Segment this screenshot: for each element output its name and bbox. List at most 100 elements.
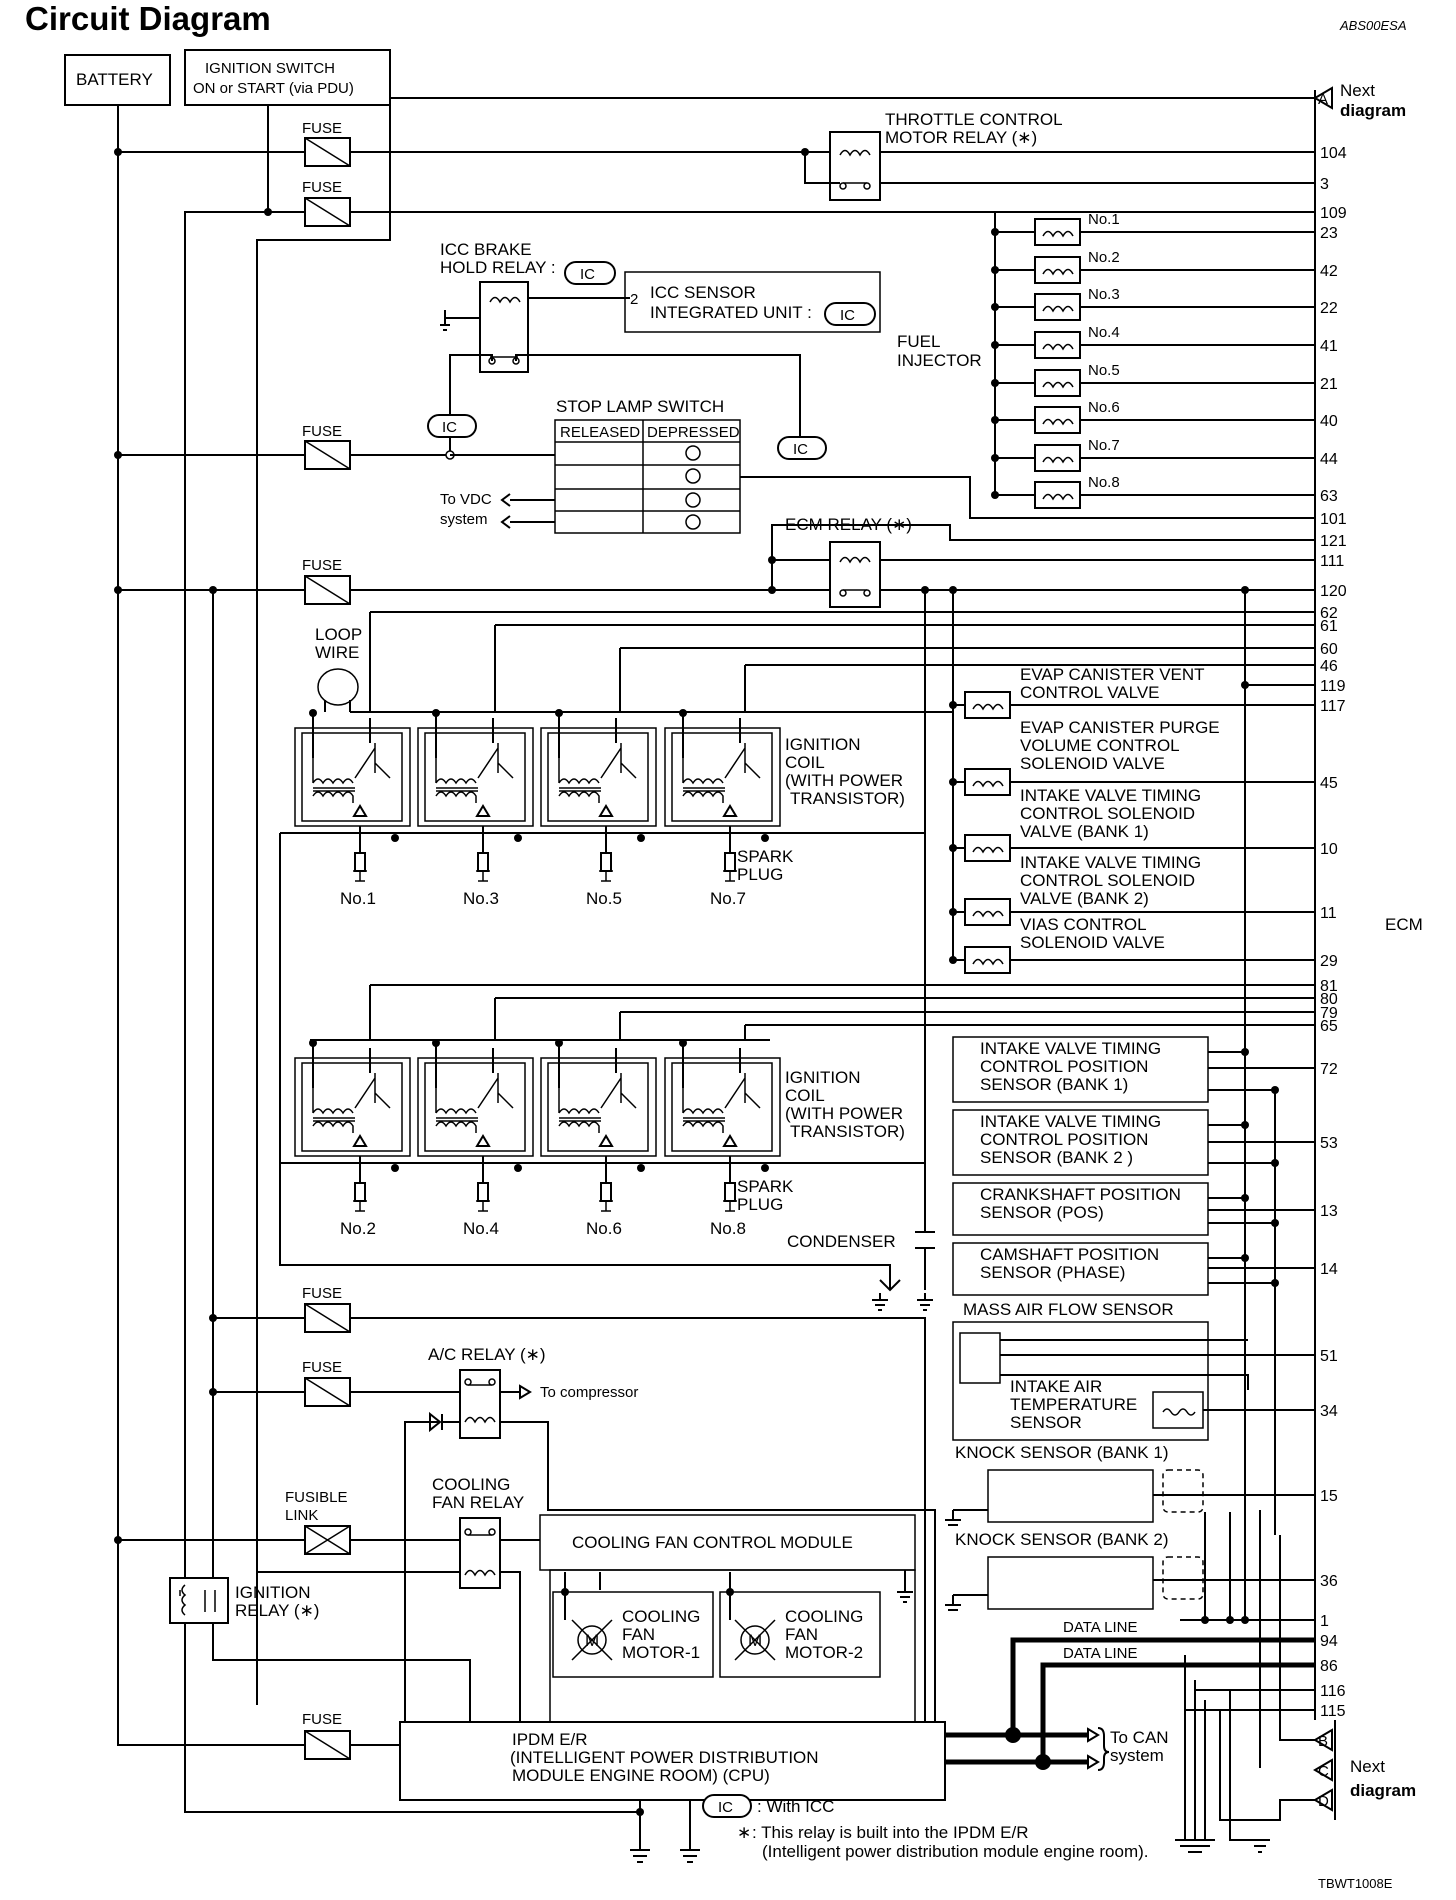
valve-label: VALVE (BANK 1) — [1020, 822, 1149, 841]
maf-label: MASS AIR FLOW SENSOR — [963, 1300, 1174, 1319]
spark-plug-bottom-1: SPARK — [737, 1177, 794, 1196]
spark-plug-number: No.6 — [586, 1219, 622, 1238]
sensor-label: SENSOR (BANK 1) — [980, 1075, 1128, 1094]
condenser: CONDENSER — [787, 590, 935, 1311]
ignition-coil-bottom-4: TRANSISTOR) — [790, 1122, 905, 1141]
cooling-fan-relay-label-1: COOLING — [432, 1475, 510, 1494]
fuse-3: FUSE — [302, 423, 351, 470]
next-diagram-label-bottom-1: Next — [1350, 1757, 1385, 1776]
sensor-label: CONTROL POSITION — [980, 1130, 1148, 1149]
fan-motor-1-label-1: COOLING — [622, 1607, 700, 1626]
fuel-injector-label: No.8 — [1088, 474, 1120, 491]
iat-label-2: TEMPERATURE — [1010, 1395, 1137, 1414]
valve-bus — [952, 590, 1315, 1620]
iat-label-3: SENSOR — [1010, 1413, 1082, 1432]
valve-label: SOLENOID VALVE — [1020, 754, 1165, 773]
ecm-pin: 104 — [1320, 145, 1347, 162]
code-top: ABS00ESA — [1339, 18, 1407, 33]
icc-tag-1: IC — [564, 261, 616, 285]
ecm-pin: 53 — [1320, 1135, 1338, 1152]
ecm-pin: 29 — [1320, 953, 1338, 970]
ecm-pin: 61 — [1320, 618, 1338, 635]
throttle-relay-label-2: MOTOR RELAY (∗) — [885, 128, 1037, 147]
fuel-injector-7: No.7 — [991, 437, 1315, 472]
knock1-label: KNOCK SENSOR (BANK 1) — [955, 1443, 1169, 1462]
to-vdc-2: system — [440, 511, 488, 528]
valve-label: SOLENOID VALVE — [1020, 933, 1165, 952]
valve-label: EVAP CANISTER VENT — [1020, 665, 1205, 684]
fuel-injector-3: No.3 — [991, 286, 1315, 321]
ignition-coil-top-1: IGNITION — [785, 735, 861, 754]
ic-tag-label: IC — [793, 441, 808, 458]
ecm-pin: 46 — [1320, 658, 1338, 675]
ecm-pin: 121 — [1320, 533, 1347, 550]
icc-sensor-label-2: INTEGRATED UNIT : — [650, 303, 812, 322]
icc-sensor-label-1: ICC SENSOR — [650, 283, 756, 302]
sensor-label: SENSOR (POS) — [980, 1203, 1104, 1222]
ignition-coil-bottom-2: No.4 — [417, 1039, 534, 1238]
sensor-label: INTAKE VALVE TIMING — [980, 1112, 1161, 1131]
legend-star: ∗ — [737, 1823, 751, 1842]
ecm-pin: 80 — [1320, 991, 1338, 1008]
connector-d: D — [1318, 1793, 1329, 1810]
next-diagram-top: A Next diagram — [1313, 81, 1406, 120]
ignition-switch: IGNITION SWITCH ON or START (via PDU) — [184, 49, 391, 106]
ecm-pin: 116 — [1320, 1683, 1346, 1700]
ignition-relay: IGNITION RELAY (∗) — [169, 1577, 471, 1722]
valve-label: INTAKE VALVE TIMING — [1020, 786, 1201, 805]
ic-tag-label: IC — [840, 307, 855, 324]
ignition-coil-top-2: No.3 — [417, 709, 534, 908]
fan-motor-2-label-2: FAN — [785, 1625, 818, 1644]
ic-tag-label: IC — [442, 419, 457, 436]
fan-motor-1-m: M — [585, 1631, 599, 1650]
spark-plug-number: No.8 — [710, 1219, 746, 1238]
stop-lamp-depressed: DEPRESSED — [647, 424, 740, 441]
spark-plug-number: No.3 — [463, 889, 499, 908]
legend-ic-meaning: : With ICC — [757, 1797, 834, 1816]
fuse-7: FUSE — [302, 1711, 400, 1760]
ecm-pin: 72 — [1320, 1061, 1338, 1078]
cooling-fan-relay-label-2: FAN RELAY — [432, 1493, 524, 1512]
fan-motor-1-label-3: MOTOR-1 — [622, 1643, 700, 1662]
stop-lamp-released: RELEASED — [560, 424, 640, 441]
ecm-pin: 22 — [1320, 300, 1338, 317]
valve-label: VALVE (BANK 2) — [1020, 889, 1149, 908]
fuse-2: FUSE — [302, 179, 351, 227]
ecm-pin: 15 — [1320, 1488, 1338, 1505]
fuse-label: FUSE — [302, 1711, 342, 1728]
ecm-pin: 65 — [1320, 1018, 1338, 1035]
fuse-1: FUSE — [302, 120, 351, 167]
ecm-pin: 34 — [1320, 1403, 1338, 1420]
ecm-pin: 115 — [1320, 1703, 1346, 1720]
icc-sensor-integrated-unit: 2 ICC SENSOR INTEGRATED UNIT : IC — [624, 271, 881, 333]
ecm-pin: 10 — [1320, 841, 1338, 858]
to-compressor: To compressor — [540, 1384, 638, 1401]
valve-label: VIAS CONTROL — [1020, 915, 1147, 934]
fuse-label: FUSE — [302, 120, 342, 137]
battery: BATTERY — [64, 54, 171, 106]
ecm-pin: 3 — [1320, 176, 1329, 193]
ignition-relay-label-2: RELAY (∗) — [235, 1601, 319, 1620]
icc-brake-label-2: HOLD RELAY : — [440, 258, 556, 277]
sensor-label: CAMSHAFT POSITION — [980, 1245, 1159, 1264]
sensor-label: CRANKSHAFT POSITION — [980, 1185, 1181, 1204]
sensor-label: CONTROL POSITION — [980, 1057, 1148, 1076]
ecm-pin: 94 — [1320, 1633, 1338, 1650]
spark-plug-number: No.5 — [586, 889, 622, 908]
ignition-coil-top-3: (WITH POWER — [785, 771, 903, 790]
spark-plug-number: No.7 — [710, 889, 746, 908]
icc-brake-label-1: ICC BRAKE — [440, 240, 532, 259]
spark-plug-top-2: PLUG — [737, 865, 783, 884]
ignition-switch-mode: ON or START (via PDU) — [193, 80, 354, 97]
fuse-label: FUSE — [302, 423, 342, 440]
spark-plug-top-1: SPARK — [737, 847, 794, 866]
valve-label: CONTROL SOLENOID — [1020, 804, 1195, 823]
throttle-control-motor-relay: THROTTLE CONTROL MOTOR RELAY (∗) — [801, 110, 1315, 201]
icc-brake-hold-relay: ICC BRAKE HOLD RELAY : — [440, 240, 805, 460]
ignition-coil-bottom-2: COIL — [785, 1086, 825, 1105]
next-diagram-label-bottom-2: diagram — [1350, 1781, 1416, 1800]
fuel-injector-5: No.5 — [991, 362, 1315, 397]
